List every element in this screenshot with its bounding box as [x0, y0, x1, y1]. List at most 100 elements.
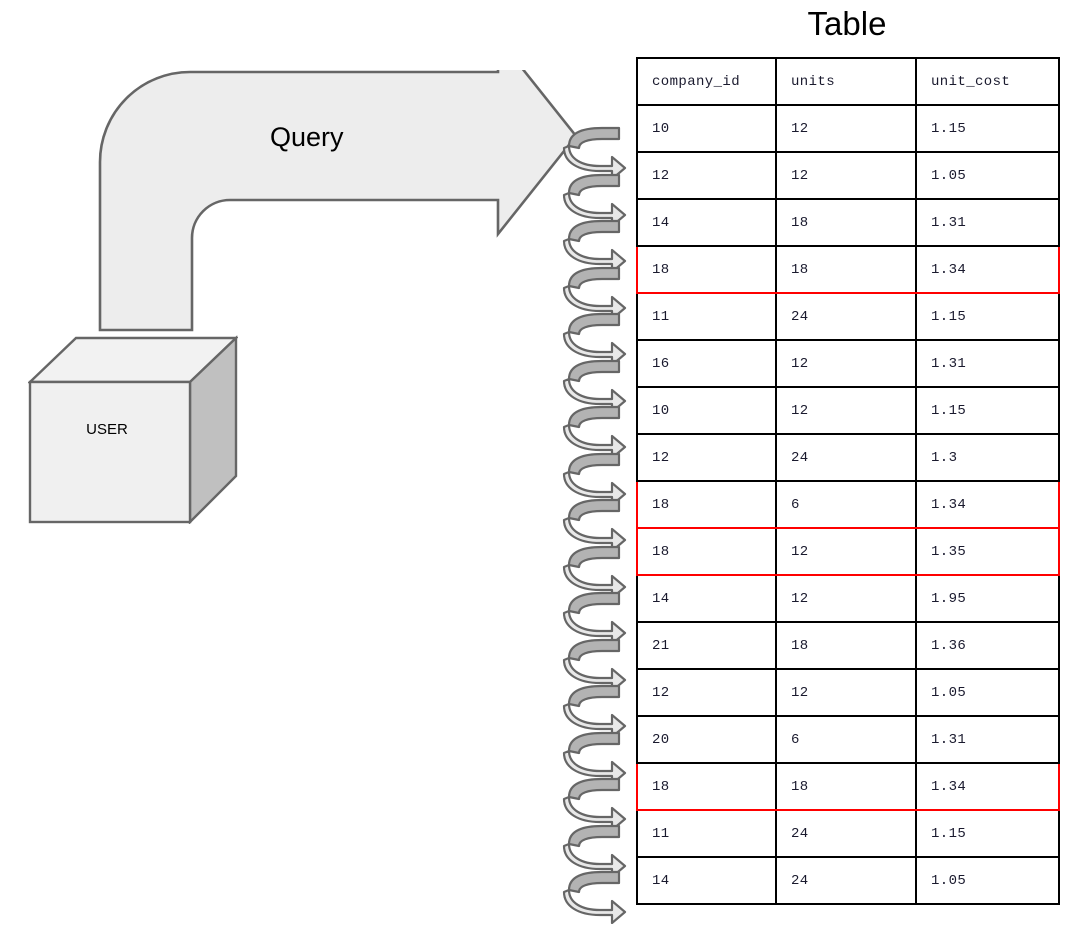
repeat-loop-arrow	[562, 405, 627, 459]
table-cell-company-id: 12	[636, 151, 777, 200]
column-header-unit-cost: unit_cost	[915, 57, 1060, 106]
table-cell-unit-cost: 1.34	[915, 480, 1060, 529]
loop-arrow-back-band	[567, 545, 621, 568]
table-cell-company-id: 18	[636, 480, 777, 529]
table-cell-unit-cost: 1.15	[915, 809, 1060, 858]
table-cell-units: 18	[775, 245, 917, 294]
page-title: Table	[807, 5, 887, 42]
table-cell-company-id: 14	[636, 574, 777, 623]
repeat-loop-arrow	[562, 498, 627, 552]
table-header-row: company_id units unit_cost	[636, 57, 1060, 106]
query-arrow-path	[98, 70, 578, 332]
loop-arrow-back-band	[567, 824, 621, 847]
loop-arrow-back-band	[567, 312, 621, 336]
loop-arrow-back-band	[567, 219, 621, 243]
table-cell-units: 24	[775, 433, 917, 482]
loop-arrow-back-band	[567, 684, 621, 708]
repeat-loop-arrow	[562, 731, 627, 785]
table-cell-unit-cost: 1.34	[915, 762, 1060, 811]
loop-arrow-back-band	[567, 498, 621, 522]
table-cell-unit-cost: 1.3	[915, 433, 1060, 482]
loop-arrow-front-band	[562, 888, 627, 924]
table-cell-units: 6	[775, 480, 917, 529]
table-cell-unit-cost: 1.31	[915, 198, 1060, 247]
table-cell-unit-cost: 1.31	[915, 339, 1060, 388]
table-cell-company-id: 18	[636, 527, 777, 576]
column-header-company-id: company_id	[636, 57, 777, 106]
cube-front-face	[28, 380, 192, 524]
table-cell-units: 24	[775, 809, 917, 858]
table-cell-unit-cost: 1.36	[915, 621, 1060, 670]
loop-arrow-back-band	[567, 266, 621, 289]
table-cell-units: 18	[775, 762, 917, 811]
loop-arrow-back-band	[567, 638, 621, 661]
repeat-loop-arrow	[562, 870, 627, 924]
table-cell-unit-cost: 1.15	[915, 104, 1060, 153]
table-cell-company-id: 12	[636, 668, 777, 717]
table-cell-units: 12	[775, 104, 917, 153]
table-cell-units: 24	[775, 292, 917, 341]
table-cell-units: 12	[775, 574, 917, 623]
loop-arrow-back-band	[567, 405, 621, 429]
table-cell-company-id: 14	[636, 856, 777, 905]
repeat-loop-arrow	[562, 312, 627, 366]
table-cell-company-id: 21	[636, 621, 777, 670]
loop-arrow-back-band	[567, 591, 621, 615]
loop-arrow-back-band	[567, 173, 621, 196]
column-header-units: units	[775, 57, 917, 106]
query-arrow-shape	[98, 70, 578, 332]
table-cell-unit-cost: 1.31	[915, 715, 1060, 764]
table-cell-units: 18	[775, 621, 917, 670]
table-cell-unit-cost: 1.05	[915, 151, 1060, 200]
user-cube-shape	[28, 335, 238, 524]
table-cell-unit-cost: 1.15	[915, 292, 1060, 341]
table-cell-company-id: 10	[636, 104, 777, 153]
table-cell-unit-cost: 1.15	[915, 386, 1060, 435]
table-cell-units: 12	[775, 339, 917, 388]
loop-arrow-back-band	[567, 777, 621, 801]
loop-arrow-back-band	[567, 731, 621, 754]
table-cell-company-id: 11	[636, 809, 777, 858]
table-cell-company-id: 16	[636, 339, 777, 388]
table-cell-units: 24	[775, 856, 917, 905]
table-cell-units: 6	[775, 715, 917, 764]
table-cell-company-id: 20	[636, 715, 777, 764]
loop-arrow-back-band	[567, 870, 621, 894]
table-header: company_id units unit_cost	[636, 57, 1060, 106]
table-cell-units: 18	[775, 198, 917, 247]
table-cell-company-id: 18	[636, 762, 777, 811]
table-cell-company-id: 18	[636, 245, 777, 294]
loop-arrow-back-band	[567, 359, 621, 382]
loop-arrow-back-band	[567, 126, 621, 150]
table-cell-company-id: 12	[636, 433, 777, 482]
table-cell-unit-cost: 1.35	[915, 527, 1060, 576]
table-cell-units: 12	[775, 386, 917, 435]
table-cell-unit-cost: 1.05	[915, 668, 1060, 717]
table-cell-company-id: 14	[636, 198, 777, 247]
table-cell-units: 12	[775, 668, 917, 717]
table-cell-unit-cost: 1.95	[915, 574, 1060, 623]
table-cell-units: 12	[775, 527, 917, 576]
repeat-loop-arrow	[562, 545, 627, 599]
table-cell-units: 12	[775, 151, 917, 200]
table-cell-company-id: 11	[636, 292, 777, 341]
loop-arrow-back-band	[567, 452, 621, 475]
